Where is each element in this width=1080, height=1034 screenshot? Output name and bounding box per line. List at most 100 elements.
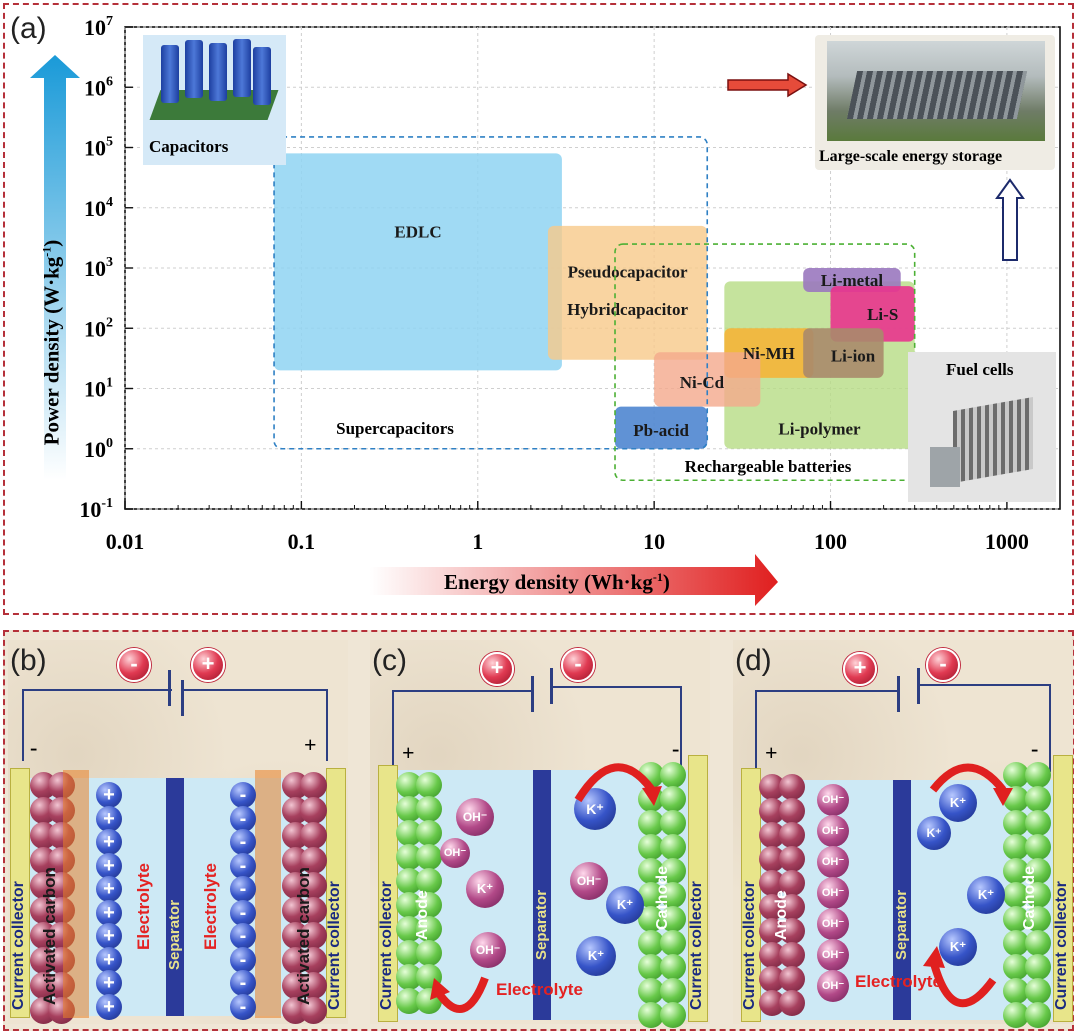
hydroxide-ion: OH⁻ <box>470 932 506 968</box>
hydroxide-ion: OH⁻ <box>817 846 849 878</box>
panel-b: (b) - + - + Current collector Current co… <box>8 640 348 1024</box>
electrode-particle <box>1003 882 1029 908</box>
electrode-particle <box>416 844 442 870</box>
supercapacitors-label: Supercapacitors <box>336 419 454 438</box>
electrode-particle <box>1003 762 1029 788</box>
potassium-ion: K⁺ <box>606 886 644 924</box>
y-tick-label: 104 <box>84 195 113 221</box>
y-axis-arrow <box>30 55 80 480</box>
right-arrow-icon <box>727 72 808 98</box>
region-label-ni-mh: Ni-MH <box>743 344 795 363</box>
electrolyte-ion: - <box>230 993 256 1020</box>
electrode-particle <box>638 954 664 980</box>
electrolyte-ion: - <box>230 923 256 949</box>
region-li-metal <box>803 268 901 292</box>
panel-c: (c) + - + - Current collector Current co… <box>370 640 710 1028</box>
electrode-particle <box>660 810 686 836</box>
electrolyte-ion: + <box>96 829 122 855</box>
electrode-particle <box>300 847 327 874</box>
positive-terminal: + <box>191 648 225 682</box>
separator-label: Separator <box>166 899 183 970</box>
electrode-particle <box>416 820 442 846</box>
x-tick-label: 0.01 <box>106 529 145 554</box>
up-arrow-icon <box>995 178 1025 261</box>
positive-terminal: + <box>480 652 514 686</box>
electrolyte-ion: - <box>230 946 256 973</box>
hydroxide-ion: OH⁻ <box>570 862 608 900</box>
hydroxide-ion: OH⁻ <box>440 838 470 868</box>
electrode-particle <box>1003 1002 1029 1028</box>
electrolyte-ion: + <box>96 970 122 996</box>
x-axis-label: Energy density (Wh·kg-1) <box>444 570 670 594</box>
panel-b-label: (b) <box>10 644 47 677</box>
arrowhead-icon <box>993 788 1013 806</box>
electrode-particle <box>416 892 442 918</box>
positive-sign: + <box>765 740 778 765</box>
electrode-particle <box>1025 858 1051 884</box>
left-collector-label: Current collector <box>10 881 27 1010</box>
electrode-particle <box>416 916 442 942</box>
electrode-particle <box>779 822 805 848</box>
region-label-li-metal: Li-metal <box>821 271 884 290</box>
electrode-particle <box>660 786 686 812</box>
hydroxide-ion: OH⁻ <box>817 877 849 909</box>
x-tick-label: 1000 <box>985 529 1029 554</box>
potassium-ion: K⁺ <box>466 870 504 908</box>
electrode-particle <box>779 918 805 944</box>
electrode-particle <box>416 796 442 822</box>
electrolyte-label: Electrolyte <box>855 972 942 991</box>
left-current-collector <box>378 765 398 1022</box>
y-tick-label: 107 <box>84 14 113 40</box>
region-li-ion <box>803 328 884 378</box>
y-tick-label: 10-1 <box>79 496 113 522</box>
right-collector-label: Current collector <box>326 881 343 1010</box>
hydroxide-ion: OH⁻ <box>817 939 849 971</box>
electrode-particle <box>1025 930 1051 956</box>
electrode-particle <box>779 870 805 896</box>
electrode-particle <box>1003 858 1029 884</box>
right-electrolyte-label: Electrolyte <box>201 863 220 950</box>
arrowhead-icon <box>430 978 450 1000</box>
y-tick-label: 102 <box>84 315 113 341</box>
electrolyte-ion: + <box>96 782 122 808</box>
left-current-collector <box>10 768 30 1018</box>
x-axis-arrow <box>370 554 778 606</box>
region-edlc <box>274 153 562 371</box>
electrode-particle <box>1003 930 1029 956</box>
region-label-li-polymer: Li-polymer <box>778 420 861 439</box>
electrode-particle <box>779 966 805 992</box>
electrolyte-ion: + <box>96 805 122 832</box>
right-current-collector <box>688 755 708 1022</box>
electrode-particle <box>416 940 442 966</box>
fuel-cells-caption: Fuel cells <box>946 360 1014 379</box>
electrode-particle <box>660 834 686 860</box>
hydroxide-ion: OH⁻ <box>817 815 849 847</box>
y-tick-label: 101 <box>84 376 113 402</box>
electrode-particle <box>300 822 327 849</box>
electrode-particle <box>638 834 664 860</box>
group-supercapacitors <box>273 136 709 450</box>
electrolyte-ion: - <box>230 899 256 926</box>
panel-c-label: (c) <box>372 644 407 677</box>
electrode-particle <box>660 906 686 932</box>
arrowhead-icon <box>642 786 662 806</box>
curved-arrow-icon <box>929 958 997 1008</box>
electrode-particle <box>779 990 805 1016</box>
electrode-particle <box>300 772 327 799</box>
electrolyte-ion: + <box>96 876 122 902</box>
hydroxide-ion: OH⁻ <box>817 908 849 940</box>
x-tick-label: 100 <box>814 529 847 554</box>
electrode-particle <box>1025 978 1051 1004</box>
potassium-ion: K⁺ <box>939 784 977 822</box>
left-current-collector <box>741 768 761 1022</box>
electrode-particle <box>1025 762 1051 788</box>
fuel-cells-image: Fuel cells <box>908 352 1056 502</box>
electrode-particle <box>638 810 664 836</box>
electrode-particle <box>660 1002 686 1028</box>
x-tick-label: 10 <box>643 529 665 554</box>
positive-sign: + <box>402 740 415 765</box>
x-tick-label: 0.1 <box>288 529 316 554</box>
electrode-particle <box>779 774 805 800</box>
electrode-particle <box>660 762 686 788</box>
